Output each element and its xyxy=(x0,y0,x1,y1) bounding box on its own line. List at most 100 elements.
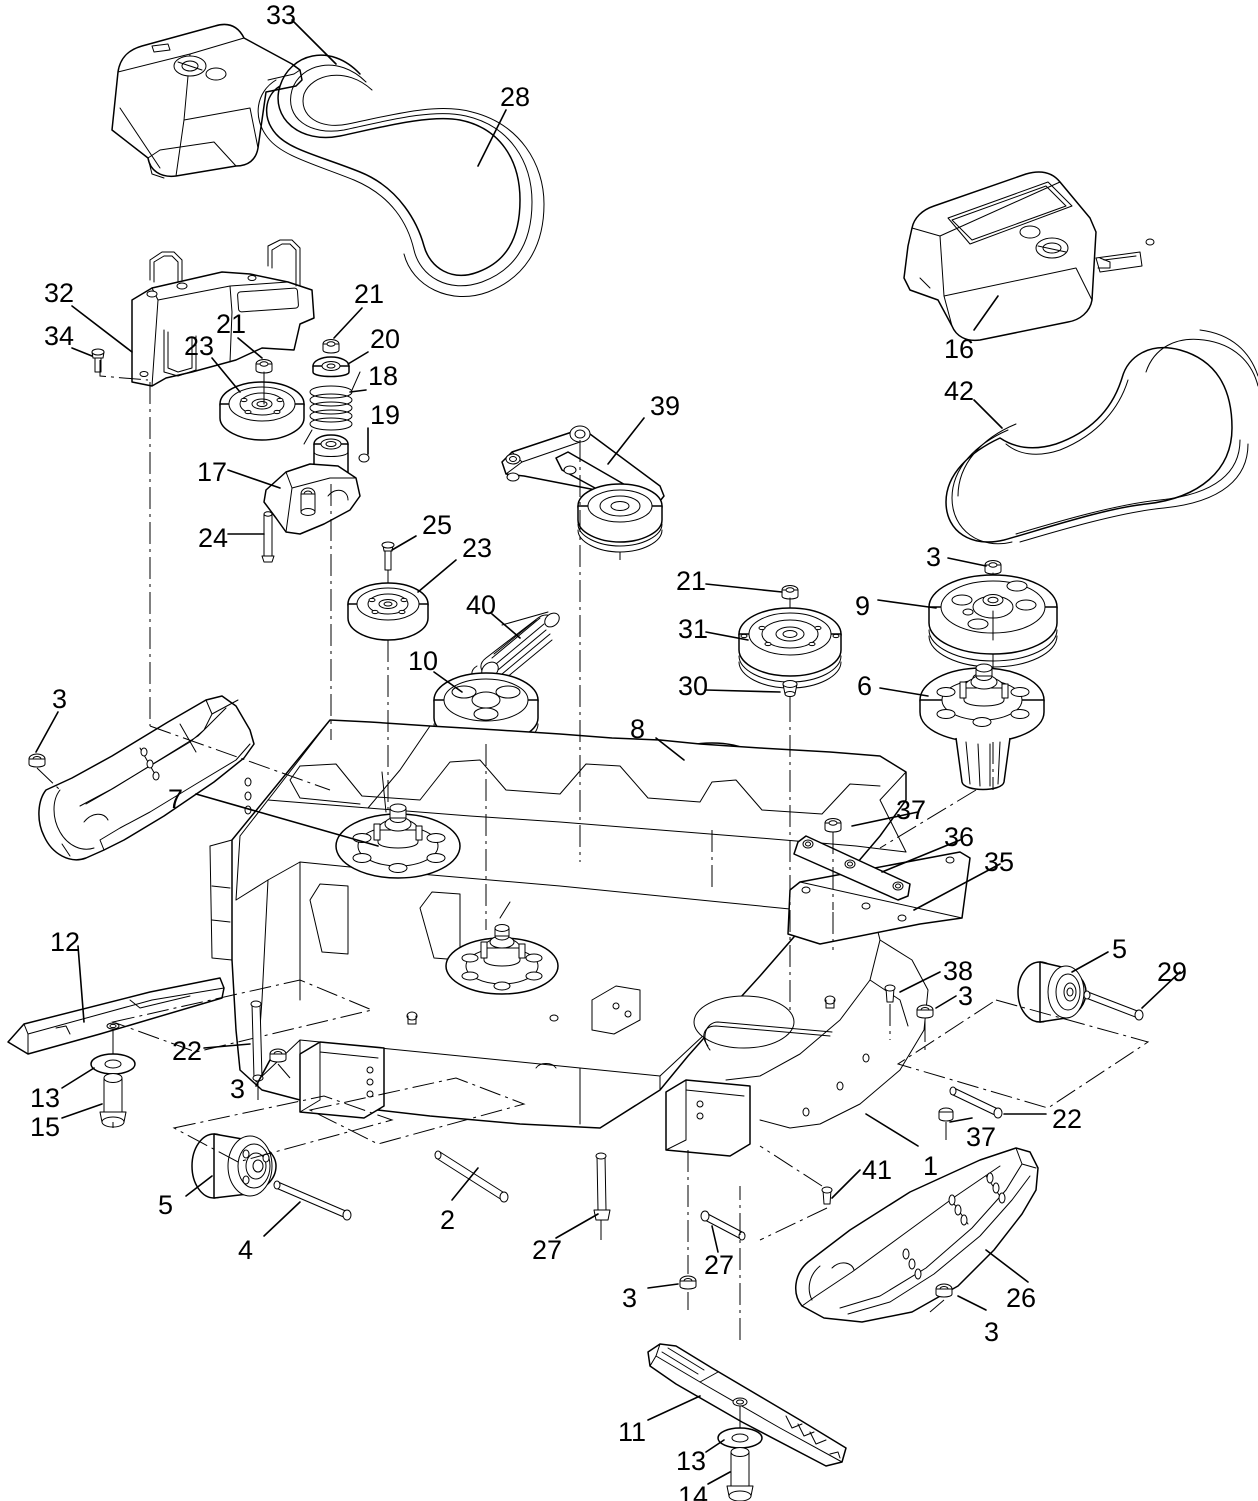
callout-37-b: 37 xyxy=(966,1122,997,1152)
part-21-locknut-a xyxy=(322,339,340,354)
callout-19: 19 xyxy=(370,400,401,430)
part-13-blade-washer-left xyxy=(90,1053,136,1075)
part-33-belt-cover-left xyxy=(111,23,303,179)
callout-22-a: 22 xyxy=(172,1036,203,1066)
part-38-screw xyxy=(884,984,896,1003)
callout-23-b: 23 xyxy=(462,533,493,563)
part-3-locknut-c xyxy=(916,1004,934,1019)
part-20-washer xyxy=(312,356,350,378)
callout-8: 8 xyxy=(630,714,646,744)
part-28-drive-belt-upper xyxy=(257,54,545,297)
part-40-extension-spring xyxy=(471,611,560,683)
callout-29: 29 xyxy=(1157,957,1188,987)
callout-39: 39 xyxy=(650,391,681,421)
part-6-spindle-assembly-right xyxy=(919,663,1045,791)
part-23-idler-pulley-left xyxy=(219,381,305,441)
callout-31: 31 xyxy=(678,614,709,644)
part-9-drive-pulley xyxy=(928,574,1058,668)
callout-3-e: 3 xyxy=(622,1283,638,1313)
part-3-locknut-e xyxy=(679,1275,697,1290)
callout-22-b: 22 xyxy=(1052,1104,1083,1134)
callout-3-d: 3 xyxy=(230,1074,246,1104)
callout-12: 12 xyxy=(50,927,81,957)
part-11-mower-blade-center xyxy=(647,1343,847,1467)
callout-17: 17 xyxy=(197,457,228,487)
part-36-skid-bar xyxy=(793,835,911,901)
callout-13-a: 13 xyxy=(30,1083,61,1113)
callout-21-c: 21 xyxy=(676,566,707,596)
part-39-idler-arm-assembly xyxy=(501,425,665,553)
part-34-fastener xyxy=(91,348,105,373)
part-15-blade-bolt-left xyxy=(99,1073,127,1128)
part-22-carriage-bolt-b xyxy=(949,1086,1003,1119)
part-31-v-idler-pulley xyxy=(738,607,842,689)
callout-16: 16 xyxy=(944,334,975,364)
part-16-belt-cover-right xyxy=(903,171,1155,342)
part-37-bolt-b xyxy=(938,1107,954,1122)
callout-33: 33 xyxy=(266,0,297,30)
callout-32: 32 xyxy=(44,278,75,308)
part-3-locknut-a xyxy=(984,560,1002,575)
callout-21-b: 21 xyxy=(216,309,247,339)
part-26-bumper-right xyxy=(795,1147,1039,1323)
assembly-centerlines xyxy=(36,360,994,1340)
part-18-torsion-spring xyxy=(303,371,361,445)
callout-9: 9 xyxy=(855,591,871,621)
callout-5-a: 5 xyxy=(1112,934,1128,964)
part-25-bolt xyxy=(381,541,395,571)
part-5-anti-scalp-roller-left xyxy=(191,1133,277,1199)
callout-14: 14 xyxy=(678,1481,709,1501)
callout-3-c: 3 xyxy=(958,981,974,1011)
part-5-anti-scalp-roller-right xyxy=(1017,961,1087,1023)
part-3-locknut-d xyxy=(269,1048,287,1063)
part-21-locknut-c xyxy=(781,585,799,600)
part-23-idler-pulley-right xyxy=(347,582,429,641)
part-29-roller-bolt xyxy=(1083,990,1144,1021)
callout-35: 35 xyxy=(984,847,1015,877)
part-26-bumper-left xyxy=(38,695,255,861)
part-4-roller-bolt xyxy=(273,1180,352,1221)
callout-3-a: 3 xyxy=(926,542,942,572)
part-3-locknut-f xyxy=(935,1283,953,1298)
callout-36: 36 xyxy=(944,822,975,852)
callout-24: 24 xyxy=(198,523,229,553)
callout-5-b: 5 xyxy=(158,1190,174,1220)
part-37-bolt-a xyxy=(824,818,842,833)
part-42-drive-belt-lower xyxy=(945,329,1258,545)
callout-18: 18 xyxy=(368,361,399,391)
callout-37-a: 37 xyxy=(896,795,927,825)
part-32-idler-bracket xyxy=(131,239,315,387)
part-3-locknut-b xyxy=(28,753,46,768)
callout-13-b: 13 xyxy=(676,1446,707,1476)
callout-42: 42 xyxy=(944,376,975,406)
callout-21-a: 21 xyxy=(354,279,385,309)
callout-38: 38 xyxy=(943,956,974,986)
part-30-spacer xyxy=(782,680,798,697)
callout-6: 6 xyxy=(857,671,873,701)
callout-15: 15 xyxy=(30,1112,61,1142)
callout-23-a: 23 xyxy=(184,331,215,361)
callout-1: 1 xyxy=(923,1151,939,1181)
callout-10: 10 xyxy=(408,646,439,676)
part-17-idler-arm xyxy=(263,463,361,535)
callout-11: 11 xyxy=(618,1417,647,1447)
callout-3-b: 3 xyxy=(52,684,68,714)
callout-4: 4 xyxy=(238,1235,254,1265)
part-27-bolt-a xyxy=(593,1152,611,1221)
part-27-bolt-b xyxy=(700,1210,746,1241)
callout-40: 40 xyxy=(466,590,497,620)
callout-25: 25 xyxy=(422,510,453,540)
part-12-mower-blade-left xyxy=(7,977,225,1055)
callout-3-f: 3 xyxy=(984,1317,1000,1347)
callout-30: 30 xyxy=(678,671,709,701)
part-7-spindle-assembly-left xyxy=(335,771,559,995)
callout-41: 41 xyxy=(862,1155,893,1185)
leader-lines xyxy=(35,19,1181,1485)
part-41-rivet xyxy=(821,1186,833,1205)
callout-26: 26 xyxy=(1006,1283,1037,1313)
callout-27-a: 27 xyxy=(532,1235,563,1265)
callout-27-b: 27 xyxy=(704,1250,735,1280)
callout-28: 28 xyxy=(500,82,531,112)
part-13-blade-washer-center xyxy=(717,1427,763,1449)
